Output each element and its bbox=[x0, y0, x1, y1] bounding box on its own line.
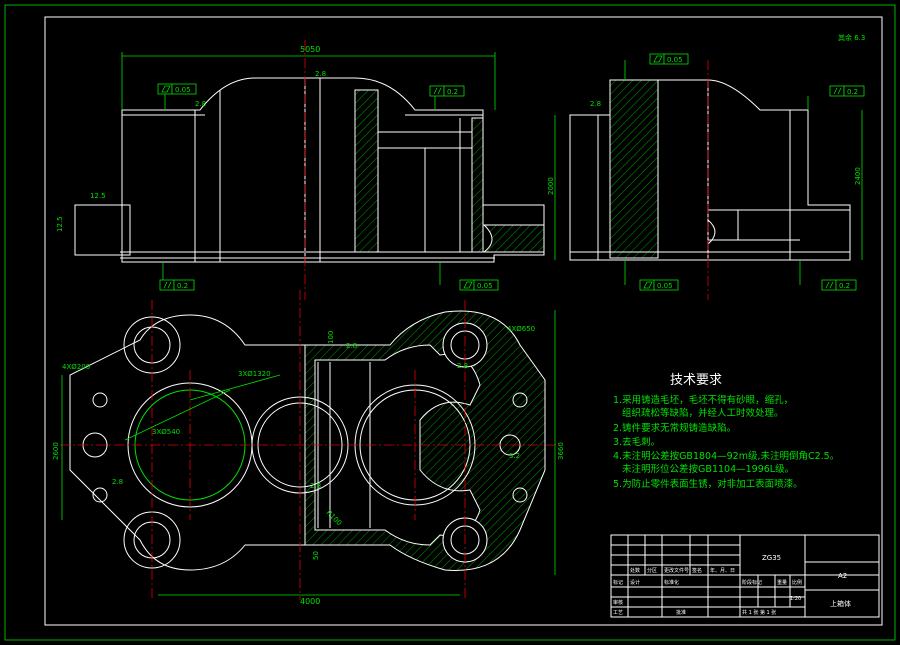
svg-text:0.05: 0.05 bbox=[175, 86, 191, 94]
tb-scale: 比例 bbox=[792, 579, 802, 586]
dim-s32: 3.2 bbox=[509, 452, 520, 460]
dim-hole-4x650: 4XØ650 bbox=[507, 325, 535, 333]
roughness-note: 其余 6.3 bbox=[838, 33, 865, 42]
tech-line: 4.未注明公差按GB1804—92m级,未注明倒角C2.5。 bbox=[613, 450, 839, 462]
tech-line: 未注明形位公差按GB1104—1996L级。 bbox=[613, 463, 794, 475]
tb-audit: 审核 bbox=[613, 599, 623, 606]
plan-view bbox=[60, 290, 560, 600]
side-section-hatch bbox=[609, 79, 659, 259]
dim-left-height: 2600 bbox=[52, 442, 60, 460]
dim-left-small-b: 12.5 bbox=[56, 216, 64, 232]
section-hatch-right bbox=[471, 117, 484, 253]
dim-right-small: 2.8 bbox=[590, 100, 601, 108]
section-hatch-boss bbox=[482, 224, 545, 253]
dim-left-small-a: 12.5 bbox=[90, 192, 106, 200]
side-view bbox=[554, 60, 863, 300]
dim-top-dist: 2.8 bbox=[315, 70, 326, 78]
front-view bbox=[74, 40, 545, 300]
section-hatch-left bbox=[354, 89, 379, 253]
tb-row-label-3: 更改文件号 bbox=[664, 567, 689, 574]
tb-ratio: 1:20 bbox=[790, 596, 801, 602]
tb-sheets: 共 1 张 第 1 张 bbox=[742, 609, 776, 616]
svg-text:0.2: 0.2 bbox=[839, 282, 850, 290]
tol-bottom-par-left: 0.2 bbox=[159, 262, 195, 291]
dim-s28a: 2.8 bbox=[346, 342, 357, 350]
tb-stage: 阶段标记 bbox=[742, 579, 762, 586]
svg-text:0.05: 0.05 bbox=[477, 282, 493, 290]
tol-right-top-flat: 0.05 bbox=[624, 53, 689, 80]
dim-hole-3x1320: 3XØ1320 bbox=[238, 370, 271, 378]
tol-right-bottom-par: 0.2 bbox=[799, 260, 857, 291]
tech-title: 技术要求 bbox=[670, 373, 722, 388]
dim-top-width: 5050 bbox=[300, 45, 320, 54]
dim-hole-3x540: 3XØ540 bbox=[152, 428, 180, 436]
tb-part-name: 上箱体 bbox=[830, 599, 851, 608]
tol-bottom-flat: 0.05 bbox=[439, 262, 499, 291]
tb-row-label-4: 签名 bbox=[692, 567, 702, 574]
tb-row-label-1: 处数 bbox=[630, 567, 640, 574]
tb-weight: 重量 bbox=[777, 579, 787, 586]
tb-approve: 批准 bbox=[676, 609, 686, 616]
svg-text:0.05: 0.05 bbox=[657, 282, 673, 290]
tech-line: 1.采用铸造毛坯，毛坯不得有砂眼，缩孔， bbox=[613, 394, 793, 406]
left-boss bbox=[74, 204, 131, 256]
dim-bottom-width: 4000 bbox=[300, 597, 320, 606]
outer-frame bbox=[4, 4, 896, 641]
tb-row-label-5: 年、月、日 bbox=[710, 567, 735, 574]
dim-s28d: 2.8 bbox=[310, 482, 321, 490]
dim-rib-100: 100 bbox=[327, 331, 335, 344]
svg-text:0.05: 0.05 bbox=[667, 56, 683, 64]
dim-right-height-b: 2400 bbox=[854, 167, 862, 185]
tb-standard: 标准化 bbox=[664, 579, 679, 586]
dim-s28b: 2.8 bbox=[457, 362, 468, 370]
tol-top-par: 0.2 bbox=[429, 85, 465, 110]
title-block bbox=[610, 534, 880, 618]
tech-line: 2.铸件要求无常规铸造缺陷。 bbox=[613, 422, 736, 434]
dim-s28c: 2.8 bbox=[112, 478, 123, 486]
dim-top-step: 2.8 bbox=[195, 100, 206, 108]
svg-text:0.2: 0.2 bbox=[847, 88, 858, 96]
dim-right-height: 3660 bbox=[557, 442, 565, 460]
tb-row-label-2: 分区 bbox=[647, 567, 657, 574]
tol-top-flat: 0.05 bbox=[157, 83, 197, 110]
tech-line: 3.去毛刺。 bbox=[613, 436, 660, 448]
tol-right-bottom-flat: 0.05 bbox=[624, 260, 679, 291]
tech-lines: 1.采用铸造毛坯，毛坯不得有砂眼，缩孔， 组织疏松等缺陷，并经人工时效处理。 2.… bbox=[613, 394, 839, 490]
svg-text:0.2: 0.2 bbox=[447, 88, 458, 96]
tb-process: 工艺 bbox=[613, 610, 623, 616]
dim-right-height-a: 2000 bbox=[547, 177, 555, 195]
tech-line: 组织疏松等缺陷，并经人工时效处理。 bbox=[613, 407, 784, 419]
dim-hole-4x200: 4XØ200 bbox=[62, 363, 90, 371]
tb-design: 设计 bbox=[630, 579, 640, 586]
tb-size: A2 bbox=[838, 572, 847, 580]
tech-line: 5.为防止零件表面生锈，对非加工表面喷漆。 bbox=[613, 478, 803, 490]
svg-text:0.2: 0.2 bbox=[177, 282, 188, 290]
tol-right-par: 0.2 bbox=[807, 85, 865, 110]
tb-row-label-0: 标记 bbox=[613, 579, 623, 586]
tb-material: ZG35 bbox=[762, 554, 781, 562]
inner-frame bbox=[44, 16, 883, 626]
dim-rib-50: 50 bbox=[312, 551, 320, 560]
